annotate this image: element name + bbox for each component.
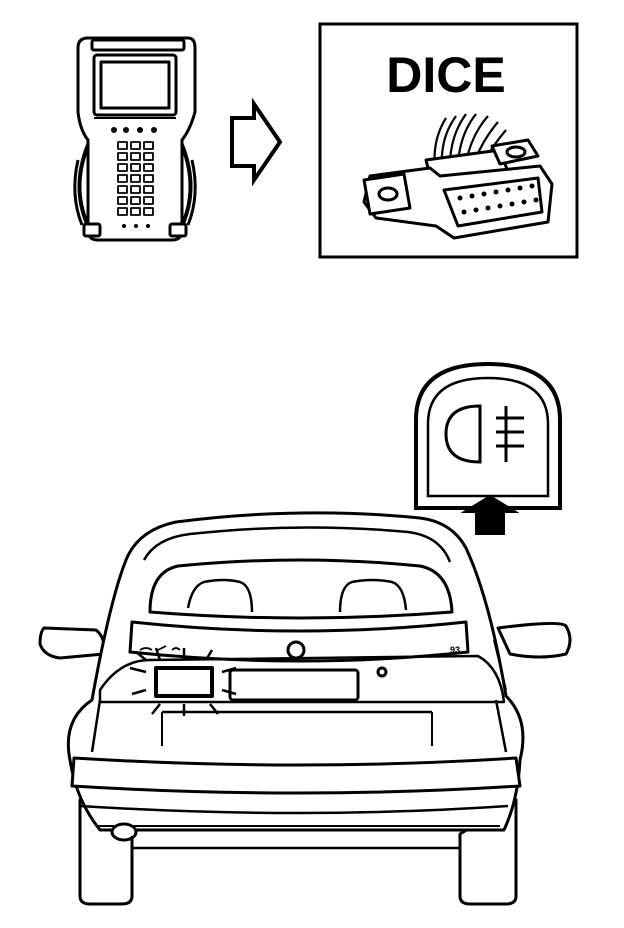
rear-fog-lamp-panel <box>414 361 562 535</box>
right-arrow-icon <box>230 97 283 187</box>
rear-fog-lamp-icon <box>444 404 524 464</box>
dice-panel: DICE <box>318 22 579 259</box>
rear-fog-lamp <box>154 666 214 698</box>
car-rear-view-icon <box>38 511 572 906</box>
lamp-glow-rays <box>129 647 237 716</box>
dice-title: DICE <box>386 47 505 103</box>
up-arrow-icon <box>460 494 520 535</box>
dice-connector-icon <box>362 113 554 240</box>
diagnostic-tester-icon <box>73 36 197 242</box>
car-badge: 93 <box>450 645 460 655</box>
